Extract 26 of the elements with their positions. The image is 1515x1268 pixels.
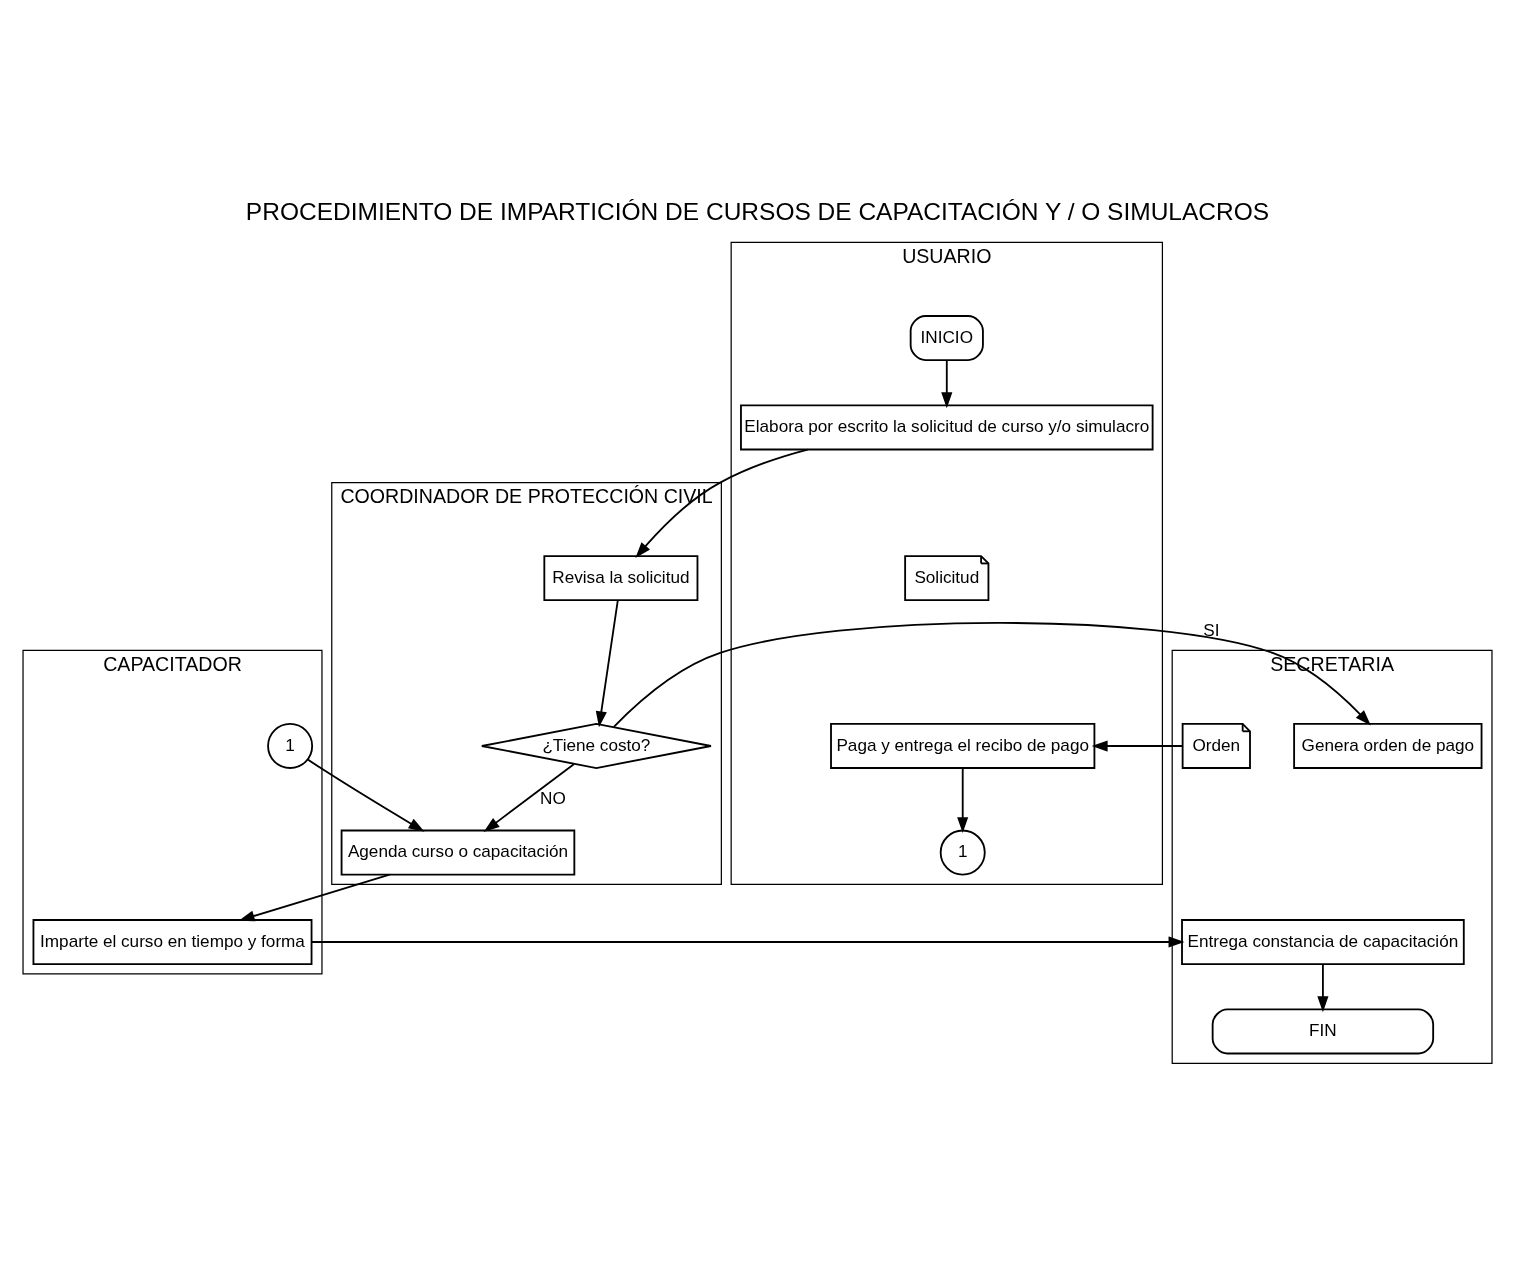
edge-label: SI	[1203, 619, 1220, 640]
arrow	[483, 762, 576, 832]
arrow	[941, 358, 953, 408]
arrow	[310, 935, 1185, 948]
arrow	[957, 766, 969, 833]
edge-label: NO	[540, 787, 566, 808]
node-box: FIN	[1211, 1007, 1435, 1054]
arrow	[635, 448, 809, 558]
node-circle: 1	[267, 722, 314, 769]
arrow	[1317, 962, 1329, 1012]
arrow	[306, 758, 425, 832]
arrow	[612, 621, 1371, 728]
arrow	[238, 873, 391, 921]
node-box: Entrega constancia de capacitación	[1181, 918, 1465, 965]
diagram-title: PROCEDIMIENTO DE IMPARTICIÓN DE CURSOS DE CAPACITACIÓN Y / O SIMULACROS	[245, 197, 1270, 225]
node-box: INICIO	[909, 314, 984, 361]
node-box: Imparte el curso en tiempo y forma	[32, 918, 313, 965]
arrow	[595, 598, 619, 727]
node-box: Agenda curso o capacitación	[340, 829, 576, 876]
node-box: Revisa la solicitud	[543, 554, 699, 601]
arrow	[1091, 739, 1184, 752]
node-box: Paga y entrega el recibo de pago	[830, 722, 1096, 769]
node-box: Elabora por escrito la solicitud de curso y/o simulacro	[740, 403, 1154, 450]
node-diamond: ¿Tiene costo?	[480, 722, 712, 769]
node-box: Genera orden de pago	[1293, 722, 1483, 769]
node-circle: 1	[939, 829, 986, 876]
